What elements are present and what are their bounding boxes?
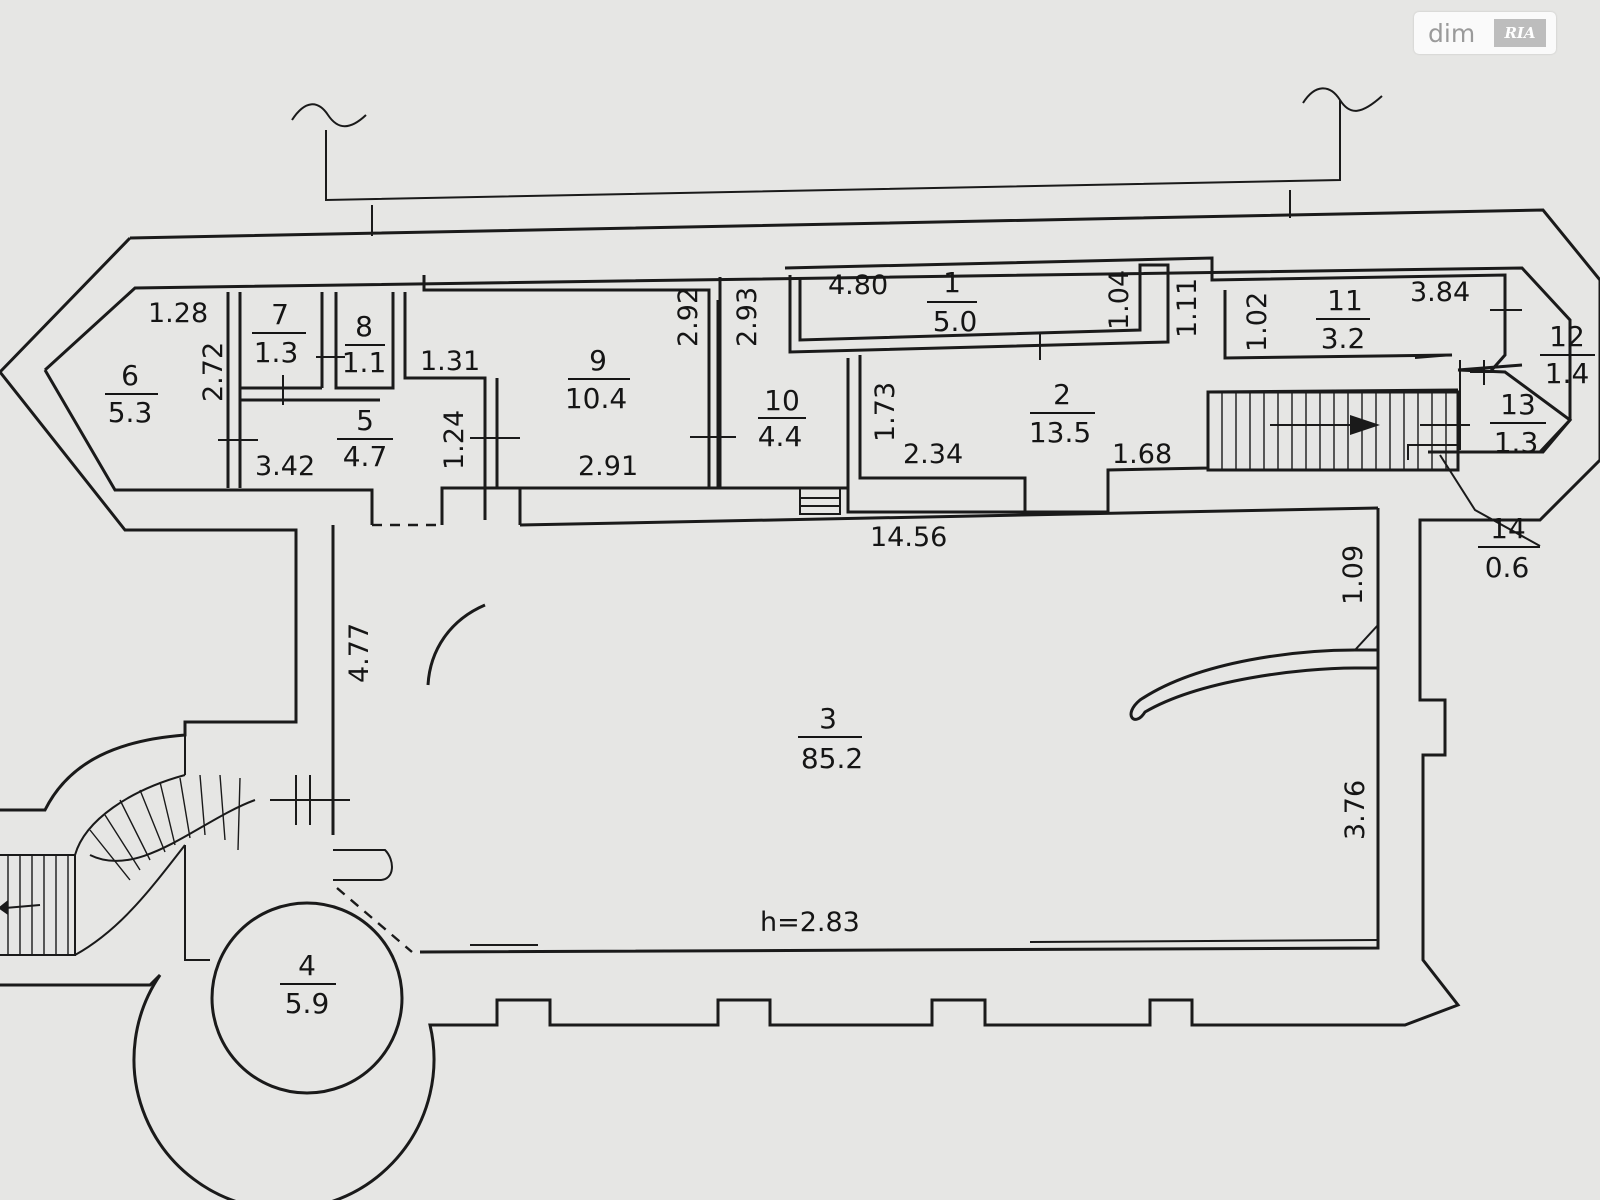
- svg-text:2: 2: [1053, 378, 1071, 411]
- room-label-5: 5 4.7: [337, 404, 393, 473]
- watermark-badge: dim RIA: [1414, 12, 1556, 54]
- svg-text:1.04: 1.04: [1104, 270, 1135, 330]
- svg-text:1.4: 1.4: [1545, 357, 1590, 390]
- svg-text:2.92: 2.92: [673, 287, 704, 347]
- svg-text:2.72: 2.72: [198, 342, 229, 402]
- room-label-11: 11 3.2: [1316, 284, 1370, 355]
- svg-text:1.31: 1.31: [420, 346, 480, 377]
- svg-text:4.7: 4.7: [343, 440, 388, 473]
- svg-text:4: 4: [298, 949, 316, 982]
- svg-text:10: 10: [764, 384, 800, 417]
- svg-text:85.2: 85.2: [801, 742, 863, 775]
- svg-text:1.24: 1.24: [439, 410, 470, 470]
- svg-text:5.3: 5.3: [108, 396, 153, 429]
- svg-text:3.2: 3.2: [1321, 322, 1366, 355]
- svg-text:8: 8: [355, 310, 373, 343]
- svg-text:1.1: 1.1: [342, 346, 387, 379]
- svg-text:0.6: 0.6: [1485, 551, 1530, 584]
- svg-text:4.4: 4.4: [758, 420, 803, 453]
- svg-text:2.34: 2.34: [903, 439, 963, 470]
- svg-text:2.93: 2.93: [732, 287, 763, 347]
- door-markers: [218, 295, 1522, 452]
- ceiling-height: h=2.83: [760, 907, 860, 938]
- round-tower: [210, 901, 404, 1095]
- room-label-9: 9 10.4: [565, 344, 630, 415]
- room-label-7: 7 1.3: [252, 298, 306, 369]
- svg-text:4.80: 4.80: [828, 270, 888, 301]
- svg-text:3.42: 3.42: [255, 451, 315, 482]
- room-label-12: 12 1.4: [1540, 320, 1595, 390]
- ria-logo-icon: RIA: [1494, 19, 1546, 47]
- svg-text:1.73: 1.73: [870, 382, 901, 442]
- svg-text:12: 12: [1549, 320, 1585, 353]
- room-label-2: 2 13.5: [1029, 378, 1095, 449]
- svg-text:2.91: 2.91: [578, 451, 638, 482]
- watermark-text: dim: [1428, 18, 1476, 48]
- svg-text:10.4: 10.4: [565, 382, 627, 415]
- room-labels: 1 5.0 2 13.5 3 85.2 4 5.9 5 4.7 6 5.3: [105, 266, 1595, 1020]
- room-label-10: 10 4.4: [758, 384, 806, 453]
- staircase-left: [0, 735, 393, 961]
- misc-features: [426, 354, 1460, 946]
- svg-text:3.84: 3.84: [1410, 277, 1470, 308]
- facade-lines: [291, 87, 1383, 236]
- doorways: [336, 295, 1227, 953]
- svg-text:5: 5: [356, 404, 374, 437]
- svg-text:1.09: 1.09: [1338, 545, 1369, 605]
- svg-text:1.28: 1.28: [148, 298, 208, 329]
- staircase-right: [1206, 368, 1573, 547]
- room-label-1: 1 5.0: [927, 266, 977, 338]
- svg-text:6: 6: [121, 359, 139, 392]
- room-label-13: 13 1.3: [1490, 388, 1546, 459]
- svg-text:3: 3: [819, 702, 837, 735]
- svg-text:1.3: 1.3: [1494, 426, 1539, 459]
- room-label-14: 14 0.6: [1478, 512, 1540, 584]
- room-label-4: 4 5.9: [280, 949, 336, 1020]
- svg-text:1.68: 1.68: [1112, 439, 1172, 470]
- room-label-8: 8 1.1: [342, 310, 387, 379]
- svg-text:1.02: 1.02: [1242, 292, 1273, 352]
- svg-text:14.56: 14.56: [870, 522, 947, 553]
- svg-text:13: 13: [1500, 388, 1536, 421]
- room-label-6: 6 5.3: [105, 359, 158, 429]
- room-label-3: 3 85.2: [798, 702, 863, 775]
- svg-text:5.0: 5.0: [933, 305, 978, 338]
- svg-text:1.11: 1.11: [1172, 278, 1203, 338]
- svg-text:3.76: 3.76: [1340, 780, 1371, 840]
- outer-wall: [0, 208, 1600, 1200]
- dimension-labels: 1.28 2.72 3.42 1.24 1.31 2.92 2.91 2.93 …: [148, 270, 1470, 938]
- svg-text:9: 9: [589, 344, 607, 377]
- svg-text:7: 7: [271, 298, 289, 331]
- svg-text:5.9: 5.9: [285, 987, 330, 1020]
- svg-text:1: 1: [943, 266, 961, 299]
- svg-text:13.5: 13.5: [1029, 416, 1091, 449]
- svg-text:14: 14: [1490, 512, 1526, 545]
- svg-text:4.77: 4.77: [344, 623, 375, 683]
- svg-text:11: 11: [1327, 284, 1363, 317]
- svg-text:1.3: 1.3: [254, 336, 299, 369]
